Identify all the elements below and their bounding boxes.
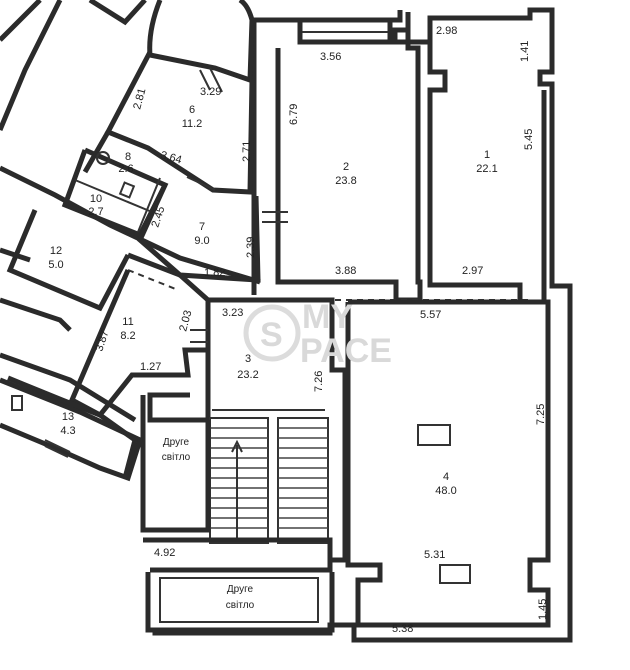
dim-5-31: 5.31: [424, 549, 445, 561]
dim-3-29: 3.29: [200, 86, 221, 98]
second-light-labels: Друге світло Друге світло: [162, 437, 255, 611]
room-4-area: 48.0: [435, 485, 456, 497]
dim-3-56: 3.56: [320, 51, 341, 63]
room-2-walls: [262, 30, 423, 303]
room-2-area: 23.8: [335, 175, 356, 187]
dim-2-97: 2.97: [462, 265, 483, 277]
dim-3-23: 3.23: [222, 307, 243, 319]
dim-1-82: 1.82: [204, 267, 225, 279]
room-10-number: 10: [90, 193, 102, 205]
dim-2-39: 2.39: [245, 237, 257, 258]
dim-7-26: 7.26: [313, 371, 325, 392]
watermark-line1: MY: [302, 298, 353, 336]
room-3-area: 23.2: [237, 369, 258, 381]
room-8-number: 8: [125, 151, 131, 163]
dim-2-98: 2.98: [436, 25, 457, 37]
room-3-walls: [147, 297, 348, 563]
room-4-number: 4: [443, 471, 449, 483]
room-13-number: 13: [62, 411, 74, 423]
dim-5-45: 5.45: [523, 129, 535, 150]
room-3-number: 3: [245, 353, 251, 365]
second-light-label-2-line1: Друге: [227, 584, 254, 595]
second-light-walls: [140, 395, 335, 633]
dim-6-79: 6.79: [288, 104, 300, 125]
dim-2-71: 2.71: [241, 141, 253, 162]
dim-2-03: 2.03: [177, 309, 194, 333]
room-2-number: 2: [343, 161, 349, 173]
room-13-area: 4.3: [60, 425, 75, 437]
dim-1-27: 1.27: [140, 361, 161, 373]
stair-treads-left: [210, 427, 268, 529]
room-6-number: 6: [189, 104, 195, 116]
room-4-walls: [345, 299, 551, 628]
room-11-number: 11: [122, 316, 133, 328]
watermark-line2: PACE: [300, 332, 392, 370]
room-7-area: 9.0: [194, 235, 209, 247]
watermark-logo-letter: S: [260, 316, 283, 354]
dim-2-81: 2.81: [131, 87, 148, 111]
dim-5-38: 5.38: [392, 623, 413, 635]
second-light-label-1-line2: світло: [162, 452, 191, 463]
stair-treads-right: [278, 427, 328, 529]
dim-3-88: 3.88: [335, 265, 356, 277]
room-11-area: 8.2: [120, 330, 135, 342]
watermark: S MY PACE: [243, 298, 392, 370]
watermark-logo-icon: [243, 304, 301, 362]
room-10-area: 2.7: [88, 206, 103, 218]
dim-7-25: 7.25: [535, 404, 547, 425]
second-light-label-2-line2: світло: [226, 600, 255, 611]
left-wing-walls: [0, 0, 261, 482]
second-light-label-1-line1: Друге: [163, 437, 190, 448]
room-7-number: 7: [199, 221, 205, 233]
dim-5-57: 5.57: [420, 309, 441, 321]
room-8-area: 2.6: [118, 163, 133, 175]
outer-walls: [147, 0, 573, 643]
dim-1-45: 1.45: [537, 599, 549, 620]
room-1-area: 22.1: [476, 163, 497, 175]
room-12-number: 12: [50, 245, 62, 257]
dimension-labels: 3.56 2.98 1.41 6.79 5.45 3.88 2.97 5.57 …: [93, 25, 549, 635]
dim-3-87: 3.87: [93, 329, 111, 353]
dim-1-41: 1.41: [519, 41, 531, 62]
dim-3-64: 3.64: [159, 149, 183, 166]
room-1-number: 1: [484, 149, 490, 161]
room-labels: 1 22.1 2 23.8 3 23.2 4 48.0 6 11.2 7 9.0…: [48, 104, 497, 497]
dim-4-92: 4.92: [154, 547, 175, 559]
room-12-area: 5.0: [48, 259, 63, 271]
room-6-area: 11.2: [182, 118, 203, 130]
